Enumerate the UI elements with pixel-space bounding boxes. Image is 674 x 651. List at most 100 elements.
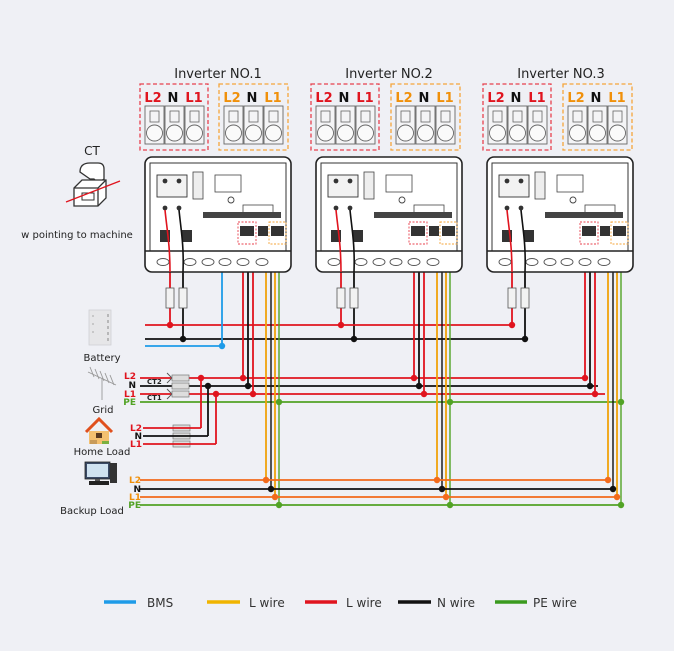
screw-icon <box>176 178 182 184</box>
cable-gland <box>354 258 368 266</box>
dc-terminal <box>327 174 359 198</box>
terminal-l2: L2 <box>223 91 240 106</box>
screw-icon <box>176 205 182 211</box>
wires-layer <box>140 227 625 509</box>
pcb-module <box>556 174 584 193</box>
terminal-slot <box>420 110 431 123</box>
terminal-block <box>331 230 341 242</box>
terminal-block <box>240 226 254 236</box>
ct-sensor: CT w pointing to machine <box>21 144 133 241</box>
cable-gland <box>389 258 403 266</box>
legend-label: N wire <box>437 596 475 610</box>
grid-terminal-block: L2 N L1 <box>139 83 209 151</box>
cable-gland <box>255 258 269 266</box>
junction-dot <box>581 374 589 382</box>
cable-gland <box>543 258 557 266</box>
terminal-slot <box>592 110 603 123</box>
grid-antenna-icon <box>87 366 117 400</box>
terminal-l1: L1 <box>608 91 625 106</box>
terminal-slot <box>532 110 543 123</box>
junction-dot <box>586 382 594 390</box>
terminal-block <box>524 230 534 242</box>
pcb-module <box>385 174 413 193</box>
terminal-screw <box>186 124 203 142</box>
terminal-block <box>600 226 610 236</box>
pcb-module <box>214 174 242 193</box>
screw-icon <box>518 178 524 184</box>
dc-terminal <box>156 174 188 198</box>
legend-item-n-wire: N wire <box>398 596 475 610</box>
terminal-l1: L1 <box>356 91 373 106</box>
fuse-icon <box>171 390 190 398</box>
backup-terminal-highlight <box>610 221 629 245</box>
junction-dot <box>508 321 516 329</box>
junction-dot <box>179 335 187 343</box>
terminal-block <box>411 226 425 236</box>
legend-item-l-wire-yellow: L wire <box>207 596 285 610</box>
terminal-slot <box>320 110 331 123</box>
cable-gland <box>498 258 512 266</box>
terminal-n: N <box>339 91 350 106</box>
terminal-slot <box>149 110 160 123</box>
terminal-slot <box>248 110 259 123</box>
terminal-screw <box>225 124 242 142</box>
legend: BMS L wire L wire N wire PE wire <box>104 596 577 610</box>
cable-gland <box>236 258 250 266</box>
terminal-slot <box>189 110 200 123</box>
junction-dot <box>249 390 257 398</box>
dc-breaker-icon <box>336 287 346 309</box>
terminal-block <box>613 226 626 236</box>
terminal-slot <box>572 110 583 123</box>
computer-icon <box>84 461 117 485</box>
screw-icon <box>333 205 339 211</box>
cable-gland <box>525 258 539 266</box>
junction-dot <box>218 342 226 350</box>
grid-line-l2: L2 <box>124 372 136 382</box>
ct-caption: w pointing to machine <box>21 230 133 241</box>
terminal-slot <box>340 110 351 123</box>
backup-load: Backup Load <box>60 461 124 517</box>
dc-cable-red <box>335 209 342 273</box>
dc-cable-black <box>349 209 355 273</box>
dc-breaker-icon <box>349 287 359 309</box>
backup-terminal-highlight <box>268 221 287 245</box>
terminal-slot <box>492 110 503 123</box>
terminal-block <box>429 226 439 236</box>
backup-terminal-block: L2 N L1 <box>390 83 461 151</box>
dc-breaker-icon <box>165 287 175 309</box>
inverter-title: Inverter NO.3 <box>517 67 605 82</box>
component <box>534 171 546 200</box>
cable-gland <box>218 258 232 266</box>
legend-item-pe-wire: PE wire <box>495 596 577 610</box>
terminal-l1: L1 <box>528 91 545 106</box>
dc-cable-red <box>164 209 171 273</box>
grid-terminal-block: L2 N L1 <box>310 83 380 151</box>
junction-dot <box>420 390 428 398</box>
ct2-label: CT2 <box>147 378 162 386</box>
junction-dot <box>275 398 283 406</box>
junction-dot <box>446 398 454 406</box>
cable-gland <box>597 258 611 266</box>
inverter-title: Inverter NO.2 <box>345 67 433 82</box>
backup-terminal-highlight <box>439 221 458 245</box>
inverter-title: Inverter NO.1 <box>174 67 262 82</box>
screw-icon <box>347 178 353 184</box>
grid-line-l1: L1 <box>124 390 136 400</box>
grid-terminal-block: L2 N L1 <box>482 83 552 151</box>
hardware-layer <box>144 105 634 273</box>
terminal-slot <box>400 110 411 123</box>
terminal-n: N <box>168 91 179 106</box>
component <box>569 196 577 204</box>
cable-gland <box>327 258 341 266</box>
cable-gland <box>183 258 197 266</box>
grid: Grid <box>87 366 117 416</box>
backup-line-n: N <box>133 485 141 495</box>
ct-clamp-icon <box>65 162 121 207</box>
legend-item-l-wire-red: L wire <box>305 596 382 610</box>
dc-breaker-icon <box>507 287 517 309</box>
screw-icon <box>162 178 168 184</box>
legend-label: BMS <box>147 596 173 610</box>
junction-dot <box>204 382 212 390</box>
screw-icon <box>162 205 168 211</box>
ct-label: CT <box>84 144 100 158</box>
